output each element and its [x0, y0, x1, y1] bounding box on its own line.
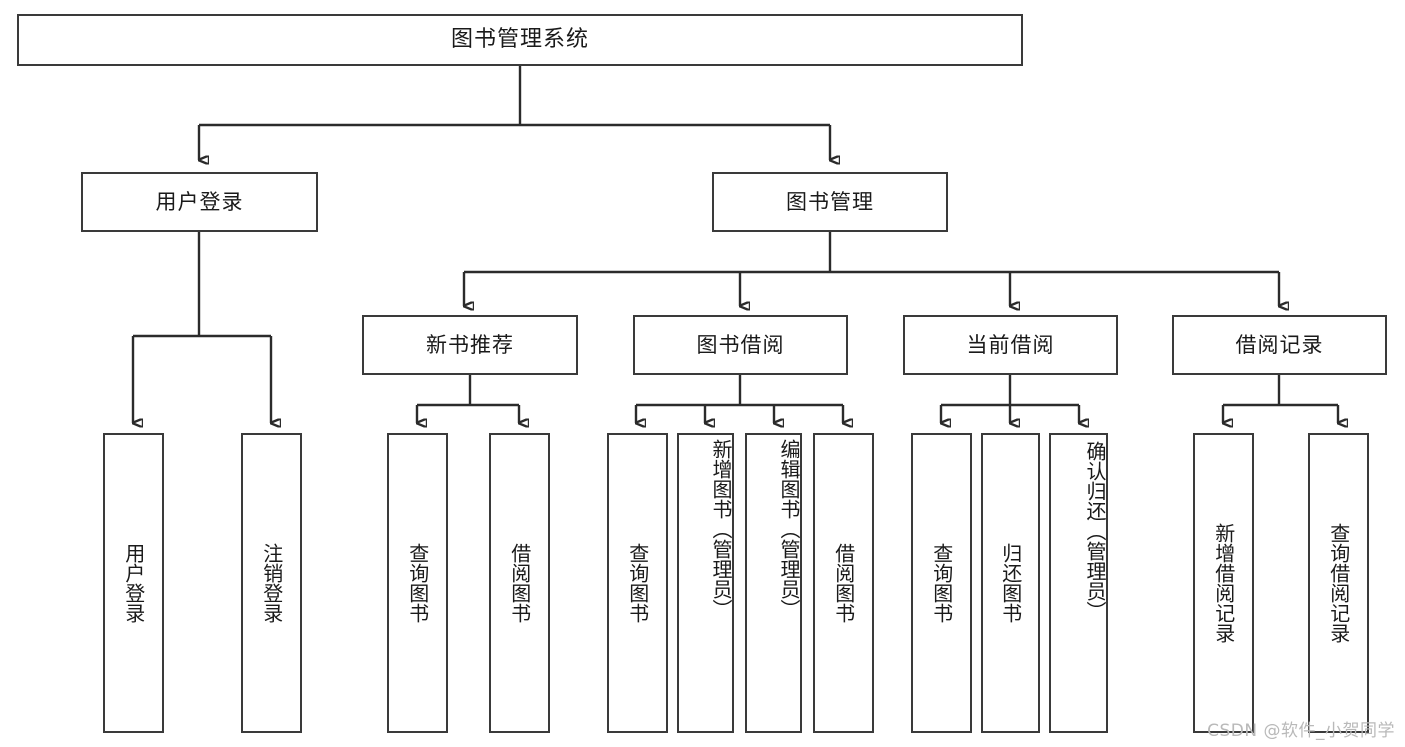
leaf-add-book-admin[interactable]: 新增图书（管理员）	[677, 433, 734, 733]
node-current-borrow[interactable]: 当前借阅	[903, 315, 1118, 375]
leaf-label: 借阅图书	[831, 543, 856, 623]
node-root-book-management-system[interactable]: 图书管理系统	[17, 14, 1023, 66]
node-user-login[interactable]: 用户登录	[81, 172, 318, 232]
leaf-label: 新增图书（管理员）	[709, 439, 733, 619]
leaf-label: 查询借阅记录	[1326, 523, 1351, 643]
leaf-label: 借阅图书	[507, 543, 532, 623]
leaf-label: 编辑图书（管理员）	[777, 439, 801, 619]
node-label: 当前借阅	[966, 332, 1055, 357]
leaf-query-book-recommend[interactable]: 查询图书	[387, 433, 448, 733]
node-label: 用户登录	[155, 189, 244, 214]
leaf-label: 归还图书	[998, 543, 1023, 623]
leaf-confirm-return-admin[interactable]: 确认归还（管理员）	[1049, 433, 1108, 733]
leaf-query-book-borrow[interactable]: 查询图书	[607, 433, 668, 733]
node-book-management[interactable]: 图书管理	[712, 172, 948, 232]
leaf-add-borrow-record[interactable]: 新增借阅记录	[1193, 433, 1254, 733]
leaf-borrow-book[interactable]: 借阅图书	[813, 433, 874, 733]
leaf-edit-book-admin[interactable]: 编辑图书（管理员）	[745, 433, 802, 733]
leaf-label: 查询图书	[625, 543, 650, 623]
leaf-return-book[interactable]: 归还图书	[981, 433, 1040, 733]
node-new-book-recommend[interactable]: 新书推荐	[362, 315, 578, 375]
leaf-label: 注销登录	[259, 543, 284, 623]
leaf-label: 确认归还（管理员）	[1083, 441, 1107, 621]
node-label: 图书借阅	[696, 332, 785, 357]
node-label: 图书管理系统	[450, 27, 589, 53]
leaf-query-borrow-record[interactable]: 查询借阅记录	[1308, 433, 1369, 733]
node-borrow-record[interactable]: 借阅记录	[1172, 315, 1387, 375]
leaf-label: 用户登录	[121, 543, 146, 623]
node-label: 新书推荐	[426, 332, 514, 357]
leaf-user-login[interactable]: 用户登录	[103, 433, 164, 733]
leaf-label: 查询图书	[929, 543, 954, 623]
node-label: 借阅记录	[1235, 332, 1324, 357]
leaf-label: 查询图书	[405, 543, 430, 623]
leaf-logout[interactable]: 注销登录	[241, 433, 302, 733]
node-book-borrow[interactable]: 图书借阅	[633, 315, 848, 375]
leaf-query-book-current[interactable]: 查询图书	[911, 433, 972, 733]
node-label: 图书管理	[786, 189, 874, 214]
watermark: CSDN @软件_小贺同学	[1207, 721, 1395, 741]
leaf-label: 新增借阅记录	[1211, 523, 1236, 643]
leaf-borrow-book-recommend[interactable]: 借阅图书	[489, 433, 550, 733]
